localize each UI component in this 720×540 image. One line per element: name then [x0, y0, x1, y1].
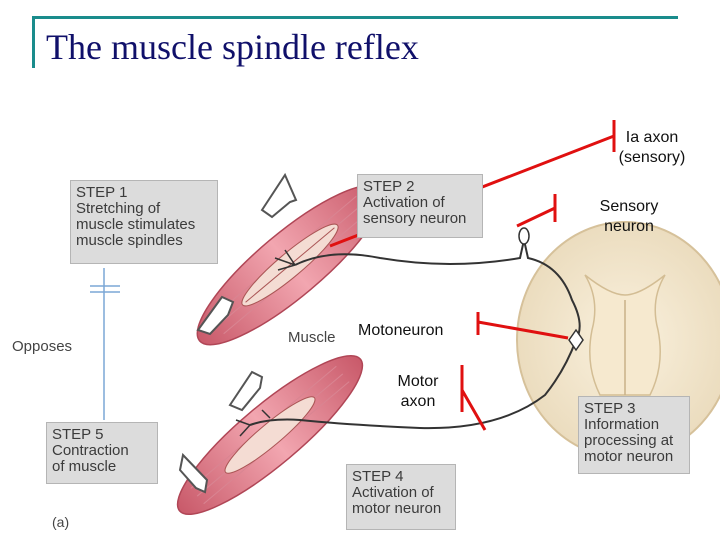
sensory-cell-body	[518, 227, 530, 245]
arrow-up-icon	[260, 172, 298, 219]
arrow-down-icon	[196, 295, 235, 336]
callout-line-motoneuron	[476, 312, 569, 340]
motor-axon-path	[249, 339, 577, 430]
arrow-down-icon-lower	[228, 370, 264, 412]
stretch-arrows	[178, 172, 298, 494]
title-rule	[32, 16, 678, 19]
motor-neuron-body	[568, 328, 584, 352]
step-1-box: STEP 1 Stretching of muscle stimulates m…	[70, 180, 218, 264]
callout-motoneuron: Motoneuron	[358, 322, 444, 339]
callout-line-sensory-neuron	[516, 194, 557, 228]
muscle-label: Muscle	[288, 329, 336, 346]
panel-label: (a)	[52, 514, 70, 530]
step-5-box: STEP 5 Contraction of muscle	[46, 422, 158, 484]
opposes-label: Opposes	[12, 338, 73, 355]
callout-line-motor-axon	[460, 365, 487, 431]
title-rule-left	[32, 16, 35, 68]
muscle-upper	[196, 184, 384, 346]
callout-ia-axon: Ia axon (sensory)	[618, 129, 686, 166]
opposes-connector	[90, 268, 120, 420]
step-3-box: STEP 3 Information processing at motor n…	[578, 396, 690, 474]
callout-sensory-neuron: Sensory neuron	[599, 198, 659, 235]
callout-motor-axon: Motor axon	[397, 373, 439, 410]
step-4-box: STEP 4 Activation of motor neuron	[346, 464, 456, 530]
slide-title: The muscle spindle reflex	[46, 27, 419, 67]
sensory-axon	[294, 239, 581, 341]
muscle-lower	[176, 354, 364, 516]
step-2-box: STEP 2 Activation of sensory neuron	[357, 174, 483, 238]
arrow-up-icon-lower	[178, 452, 209, 494]
